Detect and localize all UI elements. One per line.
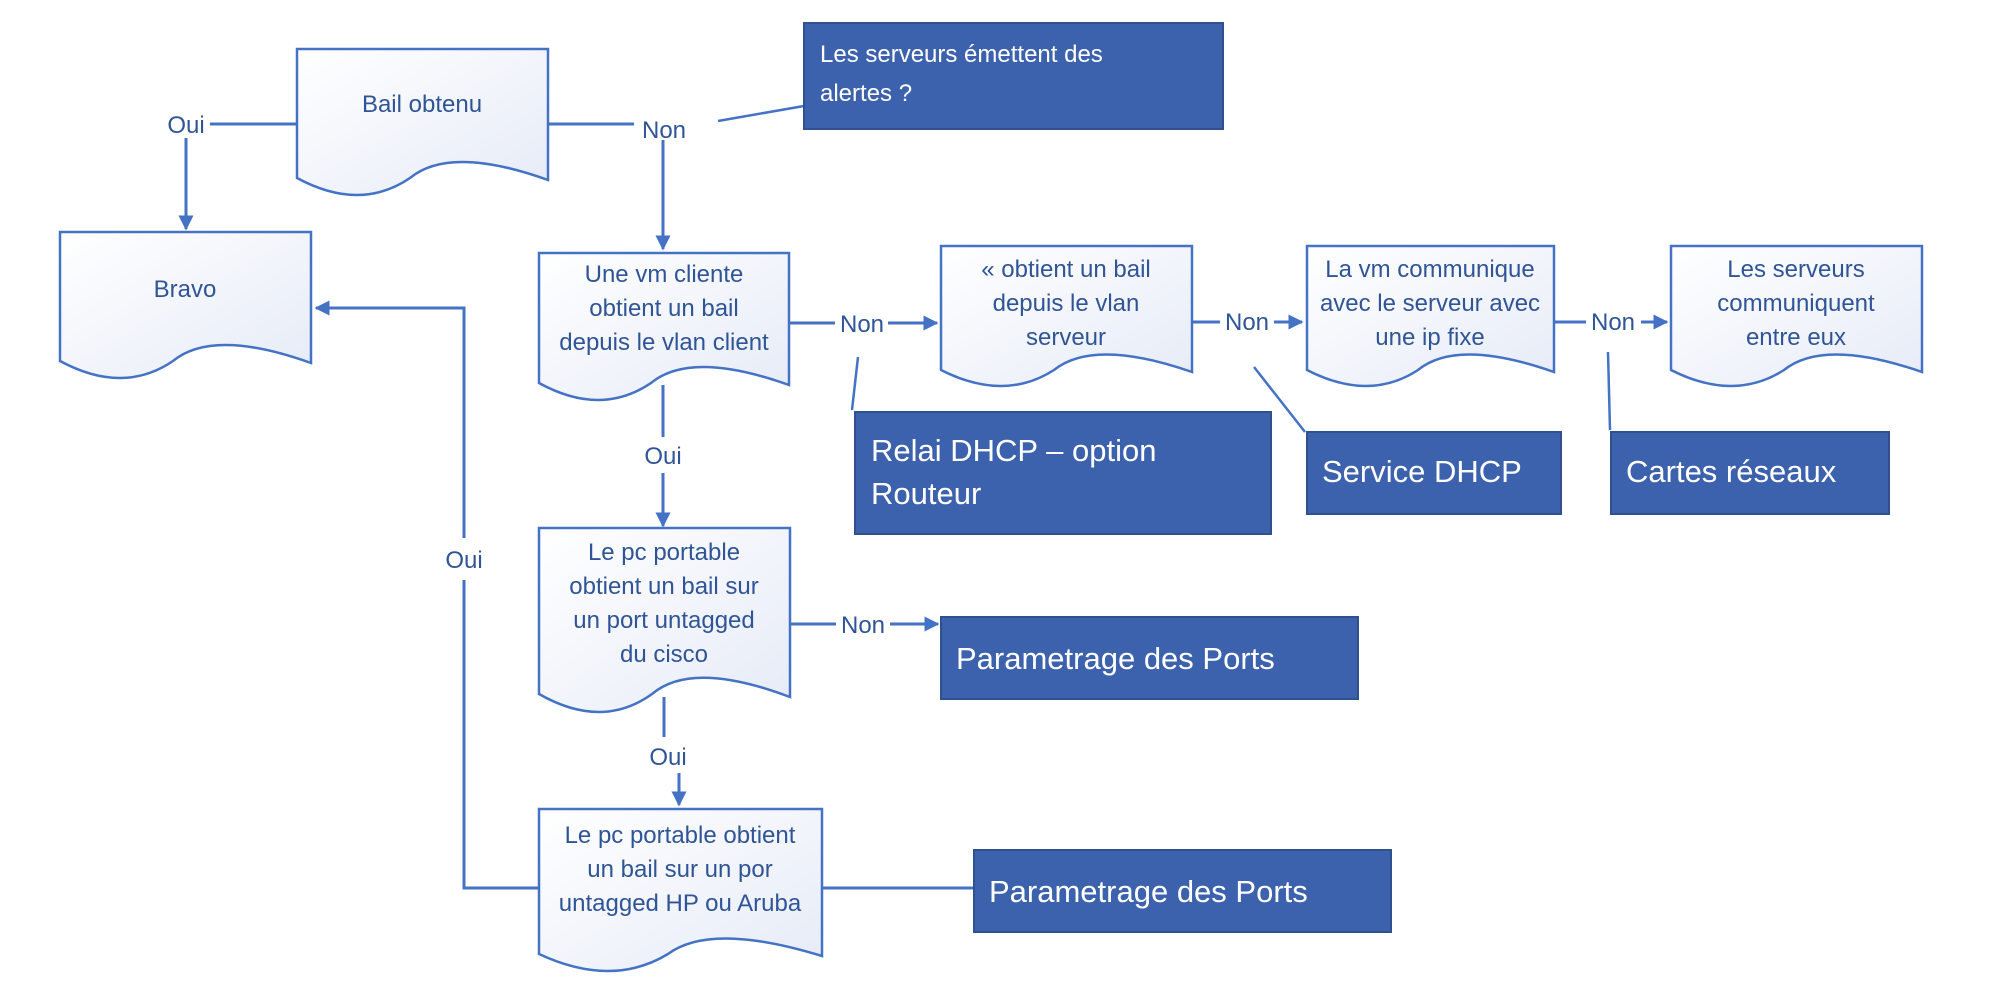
node-pc-hp-line-3: untagged HP ou Aruba: [559, 890, 802, 917]
edge-label-vm-oui: Oui: [644, 443, 681, 470]
node-serveurs-communiquent-line-1: Les serveurs: [1727, 256, 1864, 283]
edge-label-bail-non: Non: [642, 117, 686, 144]
node-pc-cisco-line-1: Le pc portable: [588, 539, 740, 566]
node-serveurs-communiquent-line-3: entre eux: [1746, 324, 1846, 351]
note-cartes-reseaux-line-1: Cartes réseaux: [1626, 454, 1837, 489]
node-serveurs-communiquent-line-2: communiquent: [1717, 290, 1875, 317]
node-bail-vlan-serveur-line-3: serveur: [1026, 324, 1106, 351]
node-bravo-line-1: Bravo: [154, 276, 217, 303]
node-pc-cisco-line-3: un port untagged: [573, 607, 755, 634]
edge-label-bail-oui: Oui: [167, 112, 204, 139]
edge-relai-link: [850, 356, 860, 411]
edge-hp-oui-line: [462, 580, 539, 890]
edge-service-dhcp-link: [1253, 366, 1306, 433]
node-pc-hp-line-2: un bail sur un por: [587, 856, 772, 883]
node-pc-hp-line-1: Le pc portable obtient: [565, 822, 796, 849]
node-pc-cisco: Le pc portable obtient un bail sur un po…: [537, 526, 792, 714]
note-alertes-line-1: Les serveurs émettent des: [820, 41, 1103, 68]
note-ports-2-line-1: Parametrage des Ports: [989, 874, 1308, 909]
note-relai-dhcp-line-2: Routeur: [871, 476, 981, 511]
node-vm-ip-fixe-line-3: une ip fixe: [1375, 324, 1484, 351]
node-bail-obtenu-line-1: Bail obtenu: [362, 91, 482, 118]
note-ports-1: Parametrage des Ports: [940, 616, 1359, 700]
node-pc-cisco-line-4: du cisco: [620, 641, 708, 668]
note-service-dhcp-line-1: Service DHCP: [1322, 454, 1522, 489]
edge-labels: Oui Non Non Oui Non Non Non Oui Oui: [167, 112, 1635, 771]
note-alertes-line-2: alertes ?: [820, 80, 912, 107]
node-vm-ip-fixe-line-2: avec le serveur avec: [1320, 290, 1540, 317]
note-ports-2: Parametrage des Ports: [973, 849, 1392, 933]
node-vm-cliente-line-1: Une vm cliente: [585, 261, 744, 288]
note-alertes: Les serveurs émettent des alertes ?: [803, 22, 1224, 130]
note-relai-dhcp-line-1: Relai DHCP – option: [871, 433, 1156, 468]
note-service-dhcp: Service DHCP: [1306, 431, 1562, 515]
node-bravo: Bravo: [58, 230, 313, 380]
node-serveurs-communiquent: Les serveurs communiquent entre eux: [1669, 244, 1924, 388]
edge-label-hp-oui: Oui: [445, 547, 482, 574]
node-pc-cisco-line-2: obtient un bail sur: [569, 573, 758, 600]
connectors: [178, 104, 1669, 890]
edge-label-vlan-serveur-non: Non: [1225, 309, 1269, 336]
edge-label-cisco-non: Non: [841, 612, 885, 639]
node-vm-cliente-line-2: obtient un bail: [589, 295, 738, 322]
node-bail-vlan-serveur-line-2: depuis le vlan: [993, 290, 1140, 317]
edge-alert-link: [717, 104, 805, 123]
node-vm-ip-fixe-line-1: La vm communique: [1325, 256, 1534, 283]
edge-label-vm-non: Non: [840, 311, 884, 338]
node-vm-cliente: Une vm cliente obtient un bail depuis le…: [537, 251, 791, 402]
node-bail-vlan-serveur: « obtient un bail depuis le vlan serveur: [939, 244, 1194, 388]
edge-hp-oui-arrow: [314, 300, 466, 538]
edge-cartes-link: [1606, 351, 1612, 431]
node-bail-obtenu: Bail obtenu: [295, 47, 550, 197]
node-vm-cliente-line-3: depuis le vlan client: [559, 329, 769, 356]
node-bail-vlan-serveur-line-1: « obtient un bail: [981, 256, 1150, 283]
edge-label-cisco-oui: Oui: [649, 744, 686, 771]
node-vm-ip-fixe: La vm communique avec le serveur avec un…: [1305, 244, 1556, 388]
note-cartes-reseaux: Cartes réseaux: [1610, 431, 1890, 515]
edge-label-ip-fixe-non: Non: [1591, 309, 1635, 336]
note-ports-1-line-1: Parametrage des Ports: [956, 641, 1275, 676]
note-relai-dhcp: Relai DHCP – option Routeur: [854, 411, 1272, 535]
node-pc-hp: Le pc portable obtient un bail sur un po…: [537, 807, 824, 973]
